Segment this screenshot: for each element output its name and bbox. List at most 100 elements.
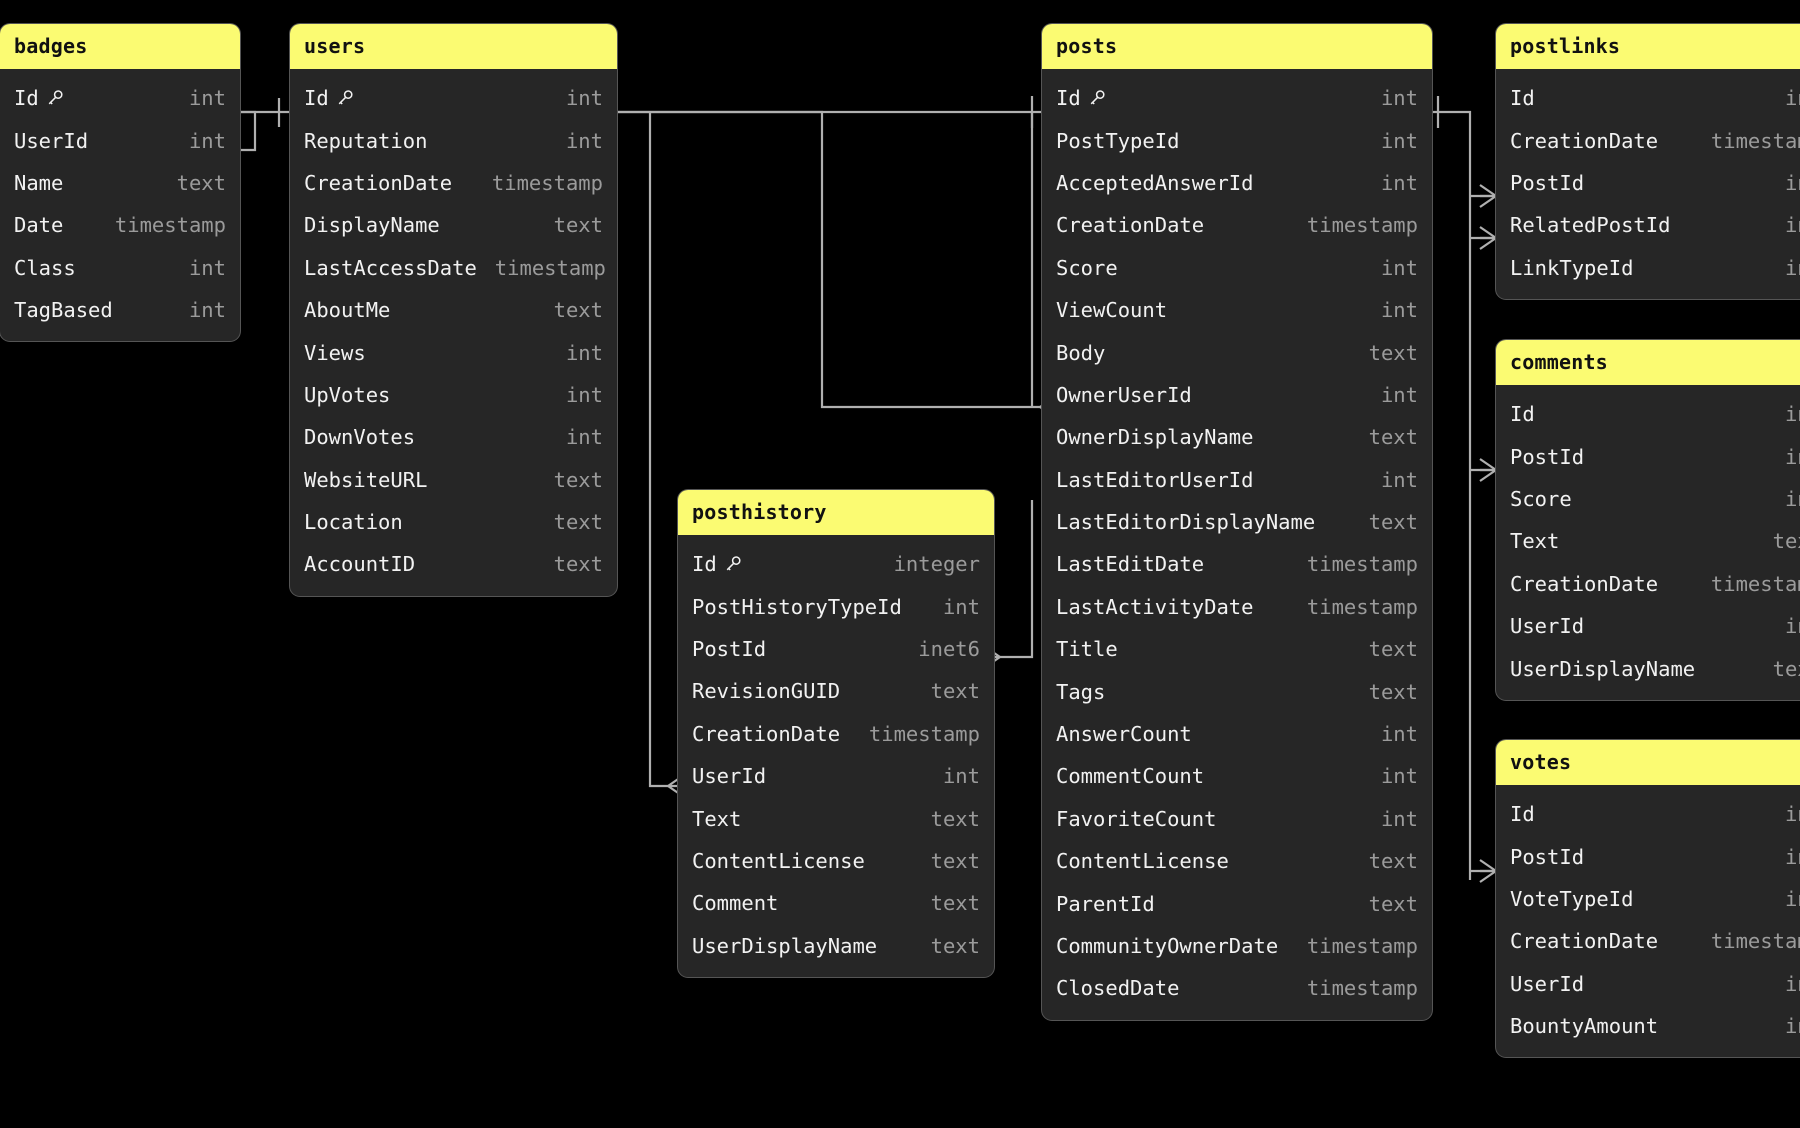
column-name: WebsiteURL (304, 467, 428, 492)
table-row[interactable]: TagBased int (0, 289, 240, 331)
column-name: ParentId (1056, 891, 1155, 916)
column-name: CommentCount (1056, 764, 1205, 789)
column-type: int (1380, 255, 1418, 280)
column-name: Text (1510, 529, 1560, 554)
column-type: int (942, 764, 980, 789)
table-row[interactable]: UserId int (0, 119, 240, 161)
wire-badges-users (240, 110, 257, 152)
column-name: Id (1510, 86, 1535, 111)
table-row[interactable]: Id integer (678, 543, 994, 585)
wire-posts-right-rail (1432, 110, 1472, 880)
column-type: int (188, 298, 226, 323)
table-posts-title: posts (1042, 24, 1432, 69)
table-row[interactable]: Id int (1042, 77, 1432, 119)
column-type: text (1368, 849, 1418, 874)
column-type: text (930, 848, 980, 873)
column-type: timestamp (1306, 594, 1418, 619)
table-row[interactable]: Class int (0, 247, 240, 289)
column-type: timestamp (1710, 929, 1800, 954)
column-name: CreationDate (1056, 213, 1205, 238)
table-row[interactable]: RelatedPostIdint (1496, 204, 1800, 246)
table-row[interactable]: PostIdint (1496, 162, 1800, 204)
table-row[interactable]: PostIdint (1496, 435, 1800, 477)
table-row[interactable]: Date timestamp (0, 204, 240, 246)
table-row[interactable]: VoteTypeIdint (1496, 878, 1800, 920)
table-row[interactable]: PostIdint (1496, 835, 1800, 877)
column-type: text (1368, 891, 1418, 916)
column-name: Title (1056, 637, 1118, 662)
table-row[interactable]: LinkTypeIdint (1496, 247, 1800, 289)
table-row[interactable]: Name text (0, 162, 240, 204)
table-row[interactable]: BountyAmountint (1496, 1005, 1800, 1047)
column-name: PostId (1510, 170, 1585, 195)
table-row[interactable]: Id int (0, 77, 240, 119)
column-name: Location (304, 510, 403, 535)
table-posthistory[interactable]: posthistory Id integer PostHistoryTypeId… (678, 490, 994, 977)
table-row[interactable]: ParentId text (1042, 882, 1432, 924)
table-badges[interactable]: badges Id int UserId int Name text Date … (0, 24, 240, 342)
key-icon (1088, 89, 1106, 107)
column-name: AcceptedAnswerId (1056, 170, 1254, 195)
column-name: Name (14, 170, 64, 195)
table-row[interactable]: Id int (290, 77, 617, 119)
